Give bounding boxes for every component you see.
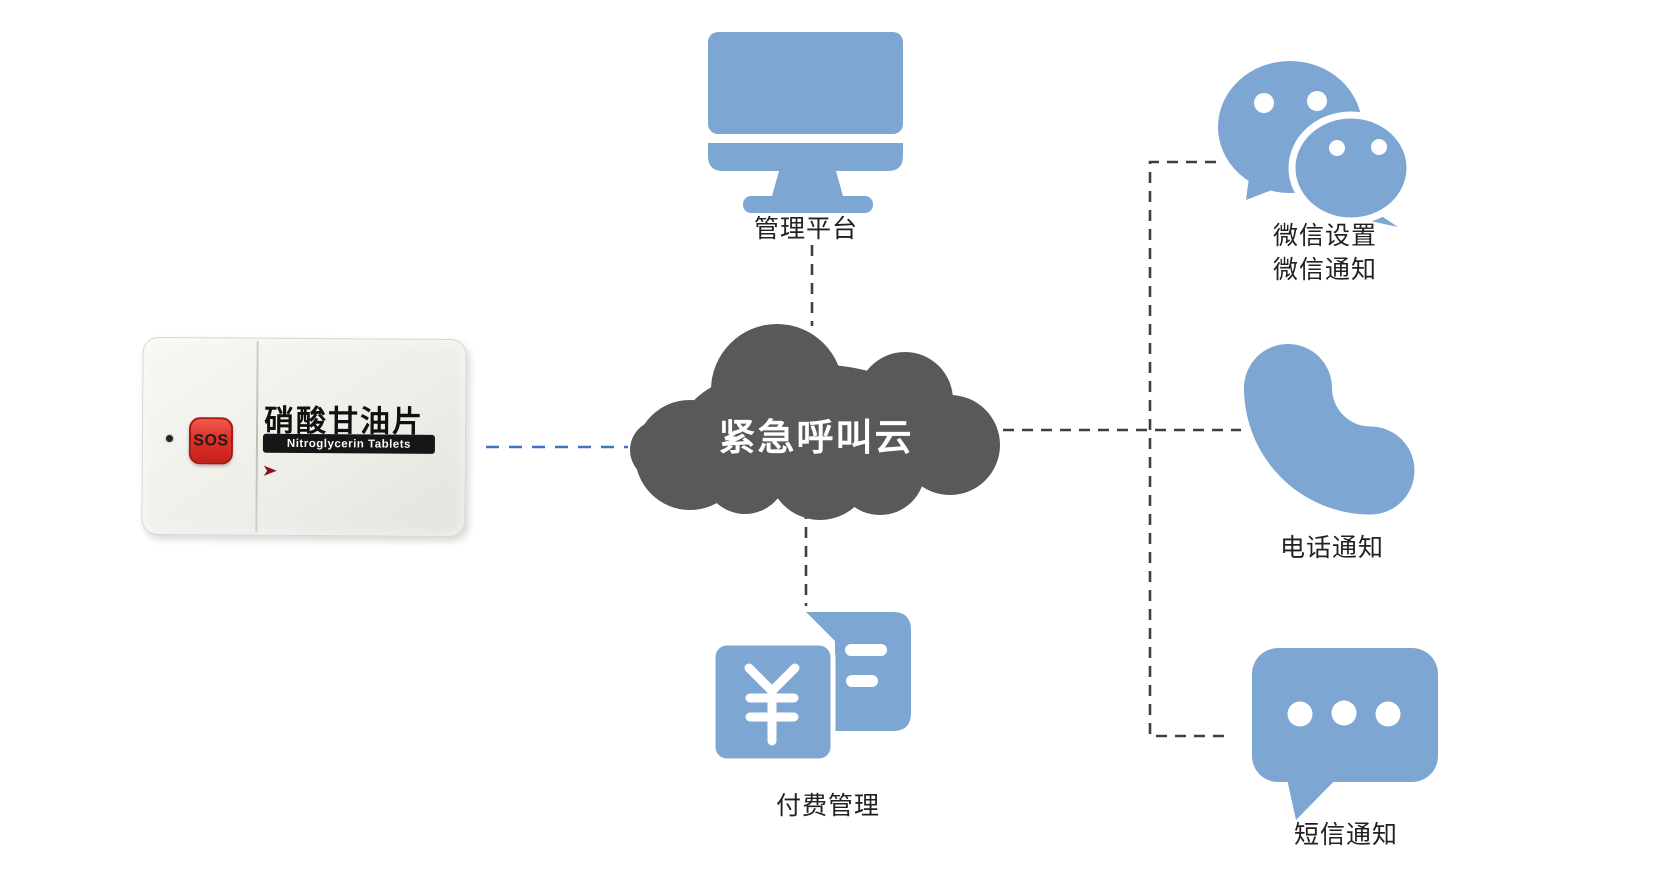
sms-icon: [1252, 648, 1438, 820]
device-title-en: Nitroglycerin Tablets: [262, 433, 436, 454]
monitor-icon: [708, 32, 903, 213]
wechat-icon: [1218, 61, 1414, 227]
wechat-label-line2: 微信通知: [1272, 256, 1377, 284]
device-photo: SOS 硝酸甘油片 Nitroglycerin Tablets: [141, 336, 467, 538]
platform-label: 管理平台: [753, 215, 858, 243]
small-arrow-icon: [264, 463, 277, 479]
connector-branch-wechat-sms: [1148, 160, 1224, 738]
payment-label: 付费管理: [775, 792, 880, 820]
cloud-icon: [630, 324, 1000, 520]
yuan-symbol: [744, 663, 800, 746]
payment-icon: [710, 612, 911, 764]
wechat-label: 微信设置 微信通知: [1215, 219, 1435, 287]
sos-button: SOS: [188, 417, 234, 465]
cloud-label: 紧急呼叫云: [718, 417, 914, 458]
phone-icon: [1244, 344, 1415, 515]
phone-label: 电话通知: [1279, 534, 1384, 562]
wechat-label-line1: 微信设置: [1272, 222, 1377, 250]
led-indicator: [165, 435, 174, 443]
device-seam: [255, 340, 259, 533]
sms-label: 短信通知: [1293, 821, 1398, 849]
